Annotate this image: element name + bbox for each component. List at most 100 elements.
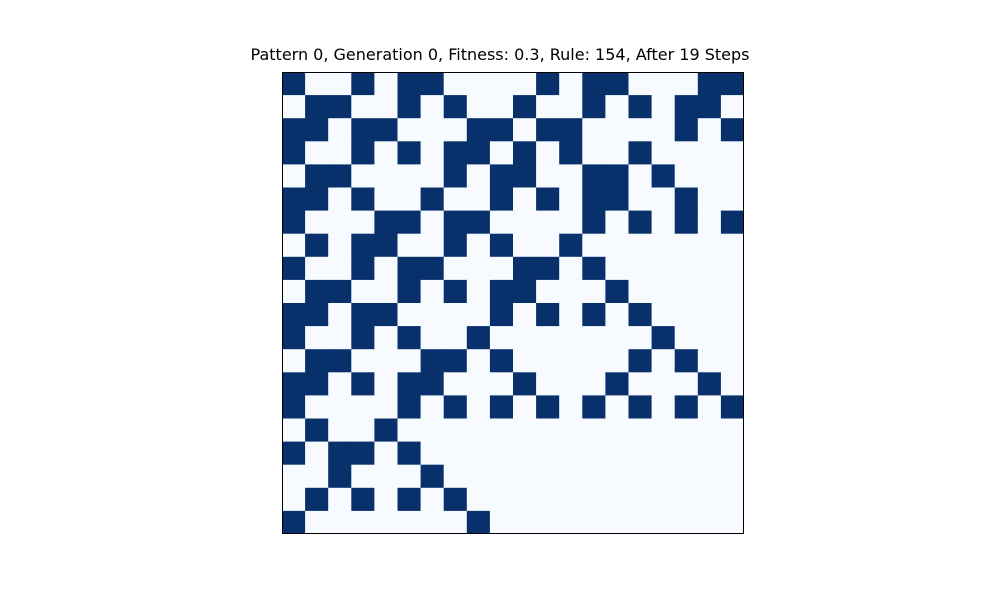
cell-r10-c12 [559,303,583,327]
cell-r8-c18 [697,256,722,281]
cell-r16-c12 [559,441,583,466]
cell-r15-c19 [720,418,744,442]
chart-title: Pattern 0, Generation 0, Fitness: 0.3, R… [250,45,750,64]
cell-r1-c2 [328,95,352,119]
cell-r10-c9 [489,303,514,327]
cell-r14-c6 [420,395,445,419]
cell-r11-c13 [582,326,606,350]
cell-r4-c9 [489,164,514,188]
cell-r19-c2 [328,510,352,534]
cell-r6-c8 [466,210,491,235]
cell-r6-c19 [720,210,744,235]
cell-r12-c13 [582,349,606,373]
cell-r5-c19 [720,187,744,211]
cell-r12-c14 [605,349,629,373]
cell-r18-c2 [328,487,352,512]
cell-r8-c17 [674,256,699,281]
cell-r9-c14 [605,279,629,304]
cell-r3-c10 [513,141,537,165]
cell-r12-c10 [513,349,537,373]
cell-r12-c18 [697,349,722,373]
cell-r1-c8 [466,95,491,119]
cell-r15-c15 [628,418,652,442]
cell-r5-c17 [674,187,699,211]
cell-r16-c14 [605,441,629,466]
cell-r5-c9 [489,187,514,211]
cell-r12-c11 [536,349,560,373]
cell-r19-c7 [443,510,468,534]
cell-r12-c7 [443,349,468,373]
cell-r19-c17 [674,510,699,534]
cell-r6-c5 [397,210,421,235]
cell-r17-c16 [651,464,676,489]
cell-r11-c11 [536,326,560,350]
cell-r14-c13 [582,395,606,419]
cell-r17-c19 [720,464,744,489]
cell-r3-c19 [720,141,744,165]
cell-r0-c10 [513,72,537,96]
cell-r2-c16 [651,118,676,142]
cell-r5-c1 [305,187,329,211]
cell-r16-c18 [697,441,722,466]
cell-r10-c4 [374,303,398,327]
cell-r0-c12 [559,72,583,96]
cell-r13-c0 [282,372,306,396]
cell-r16-c1 [305,441,329,466]
cell-r15-c17 [674,418,699,442]
cell-r12-c19 [720,349,744,373]
cell-r11-c2 [328,326,352,350]
cell-r13-c6 [420,372,445,396]
cell-r7-c14 [605,233,629,258]
cell-r19-c3 [351,510,375,534]
cell-r5-c11 [536,187,560,211]
cell-r0-c9 [489,72,514,96]
cell-r1-c14 [605,95,629,119]
cell-r19-c13 [582,510,606,534]
cell-r5-c6 [420,187,445,211]
cell-r11-c4 [374,326,398,350]
cell-r18-c1 [305,487,329,512]
cell-r8-c1 [305,256,329,281]
cell-r16-c7 [443,441,468,466]
cell-r10-c18 [697,303,722,327]
cell-r13-c8 [466,372,491,396]
cell-r15-c7 [443,418,468,442]
cell-r18-c18 [697,487,722,512]
cell-r9-c2 [328,279,352,304]
cell-r5-c16 [651,187,676,211]
cell-r6-c3 [351,210,375,235]
cell-r10-c15 [628,303,652,327]
cell-r2-c18 [697,118,722,142]
cell-r7-c16 [651,233,676,258]
heatmap-grid [282,72,744,534]
cell-r4-c14 [605,164,629,188]
cell-r10-c14 [605,303,629,327]
cell-r13-c9 [489,372,514,396]
cell-r11-c9 [489,326,514,350]
cell-r18-c16 [651,487,676,512]
cell-r16-c17 [674,441,699,466]
cell-r3-c0 [282,141,306,165]
cell-r18-c8 [466,487,491,512]
cell-r15-c10 [513,418,537,442]
cell-r16-c4 [374,441,398,466]
cell-r5-c0 [282,187,306,211]
cell-r2-c6 [420,118,445,142]
cell-r9-c5 [397,279,421,304]
cell-r13-c5 [397,372,421,396]
cell-r18-c4 [374,487,398,512]
cell-r0-c17 [674,72,699,96]
cell-r7-c5 [397,233,421,258]
cell-r14-c0 [282,395,306,419]
cell-r9-c16 [651,279,676,304]
cell-r18-c5 [397,487,421,512]
cell-r19-c10 [513,510,537,534]
cell-r8-c12 [559,256,583,281]
cell-r16-c15 [628,441,652,466]
cell-r18-c13 [582,487,606,512]
cell-r19-c4 [374,510,398,534]
cell-r10-c19 [720,303,744,327]
cell-r9-c17 [674,279,699,304]
cell-r2-c1 [305,118,329,142]
